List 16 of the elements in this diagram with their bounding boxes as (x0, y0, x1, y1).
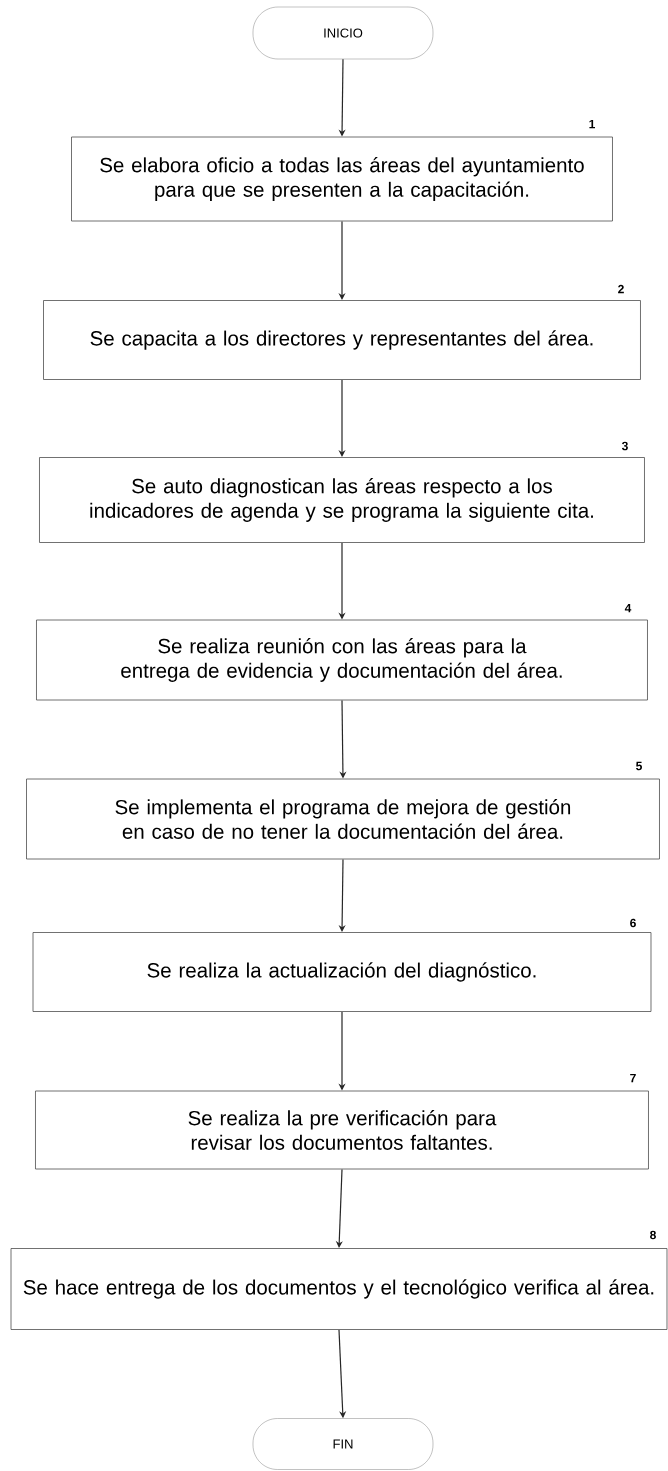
process-box: Se realiza reunión con las áreas para la entrega de evidencia y documentación del área. (36, 619, 648, 701)
process-box: Se implementa el programa de mejora de gestión en caso de no tener la documentación del área. (26, 778, 660, 860)
step-number: 3 (621, 441, 628, 451)
process-box: Se capacita a los directores y representantes del área. (43, 300, 641, 380)
step-number: 1 (589, 119, 595, 129)
step-number: 8 (650, 1230, 656, 1240)
process-box: Se auto diagnostican las áreas respecto a los indicadores de agenda y se programa la siguiente cita. (39, 457, 645, 543)
process-box: Se realiza la actualización del diagnóstico. (32, 932, 652, 1012)
process-box: Se realiza la pre verificación para revisar los documentos faltantes. (35, 1090, 649, 1170)
step-number: 5 (636, 761, 642, 771)
step-number: 6 (630, 918, 636, 928)
process-box: Se elabora oficio a todas las áreas del ayuntamiento para que se presenten a la capacitación. (71, 136, 613, 222)
step-number: 7 (630, 1073, 636, 1083)
step-number: 2 (618, 284, 624, 294)
process-box: Se hace entrega de los documentos y el tecnológico verifica al área. (10, 1248, 668, 1330)
step-number: 4 (624, 603, 632, 613)
